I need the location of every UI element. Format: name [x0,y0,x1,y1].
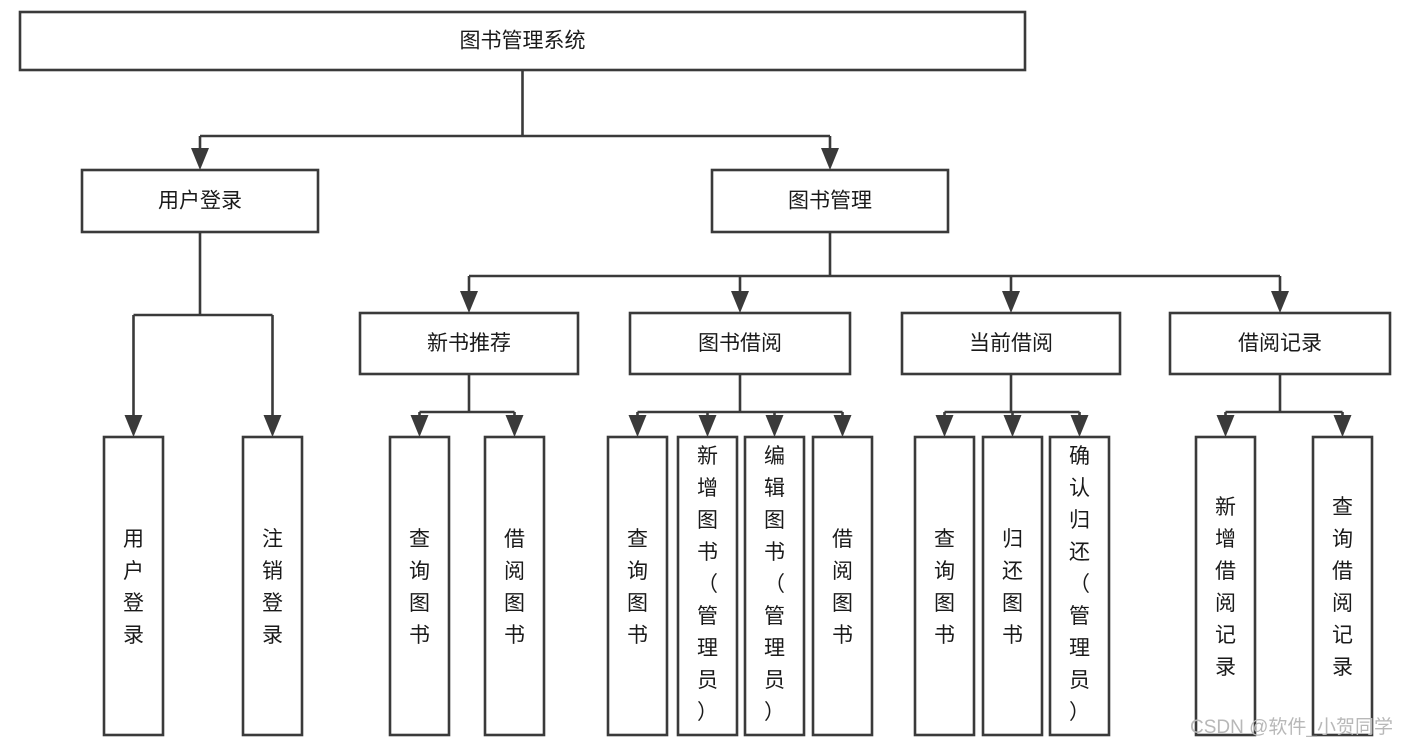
node-box[interactable] [388,435,451,737]
node-leaf-add-borrow-record[interactable]: 新增借阅记录 [1194,435,1257,737]
node-box[interactable] [743,435,806,737]
node-box[interactable] [710,168,950,234]
arrow-head-icon [731,291,749,313]
node-leaf-query-books-borrow[interactable]: 查询图书 [606,435,669,737]
node-label: 图书借阅 [698,332,782,355]
arrow-head-icon [1070,415,1089,437]
node-new-book-recommend[interactable]: 新书推荐 [358,311,580,376]
arrow-head-icon [821,148,839,170]
arrow-head-icon [1271,291,1289,313]
node-label: 查询图书 [627,528,648,647]
arrow-head-icon [1003,415,1022,437]
node-box[interactable] [913,435,976,737]
node-box[interactable] [241,435,304,737]
node-leaf-query-books-current[interactable]: 查询图书 [913,435,976,737]
arrow-head-icon [1216,415,1235,437]
node-label: 当前借阅 [969,332,1053,355]
node-box[interactable] [900,311,1122,376]
node-label: 新增借阅记录 [1215,496,1236,679]
node-label: 用户登录 [123,528,144,647]
arrow-head-icon [263,415,282,437]
node-borrow-records[interactable]: 借阅记录 [1168,311,1392,376]
node-box[interactable] [628,311,852,376]
node-box[interactable] [18,10,1027,72]
arrow-head-icon [191,148,209,170]
node-leaf-edit-book-admin[interactable]: 编辑图书（管理员） [743,435,806,737]
node-box[interactable] [811,435,874,737]
node-current-borrow[interactable]: 当前借阅 [900,311,1122,376]
csdn-watermark: CSDN @软件_小贺同学 [1190,716,1393,738]
node-leaf-user-login[interactable]: 用户登录 [102,435,165,737]
arrow-head-icon [124,415,143,437]
connector-group [628,374,852,437]
node-label: 查询图书 [934,528,955,647]
node-box[interactable] [483,435,546,737]
connector-layer [124,70,1352,437]
arrow-head-icon [935,415,954,437]
node-leaf-logout[interactable]: 注销登录 [241,435,304,737]
node-box[interactable] [676,435,739,737]
node-leaf-query-books-rec[interactable]: 查询图书 [388,435,451,737]
node-leaf-query-borrow-record[interactable]: 查询借阅记录 [1311,435,1374,737]
node-book-borrow[interactable]: 图书借阅 [628,311,852,376]
node-label: 图书管理 [788,190,872,213]
connector-group [191,70,839,170]
node-book-management[interactable]: 图书管理 [710,168,950,234]
node-label: 用户登录 [158,190,242,213]
node-layer: 图书管理系统用户登录图书管理新书推荐图书借阅当前借阅借阅记录用户登录注销登录查询… [18,10,1392,737]
node-label: 新书推荐 [427,332,511,355]
node-root-root[interactable]: 图书管理系统 [18,10,1027,72]
connector-group [935,374,1089,437]
connector-group [410,374,524,437]
node-box[interactable] [1194,435,1257,737]
arrow-head-icon [410,415,429,437]
connector-group [124,232,282,437]
node-leaf-borrow-books-rec[interactable]: 借阅图书 [483,435,546,737]
arrow-head-icon [698,415,717,437]
node-label: 归还图书 [1002,528,1023,647]
node-label: 新增图书（管理员） [697,445,718,724]
node-box[interactable] [981,435,1044,737]
node-box[interactable] [102,435,165,737]
node-leaf-return-books[interactable]: 归还图书 [981,435,1044,737]
node-box[interactable] [1048,435,1111,737]
connector-group [1216,374,1352,437]
arrow-head-icon [833,415,852,437]
node-box[interactable] [1311,435,1374,737]
node-label: 借阅图书 [832,528,853,647]
arrow-head-icon [1333,415,1352,437]
node-label: 确认归还（管理员） [1069,445,1090,724]
node-leaf-borrow-books-borrow[interactable]: 借阅图书 [811,435,874,737]
node-leaf-add-book-admin[interactable]: 新增图书（管理员） [676,435,739,737]
node-label: 查询图书 [409,528,430,647]
connector-group [460,232,1289,313]
node-user-login[interactable]: 用户登录 [80,168,320,234]
node-label: 借阅图书 [504,528,525,647]
node-label: 注销登录 [262,528,283,647]
arrow-head-icon [628,415,647,437]
node-leaf-confirm-return-admin[interactable]: 确认归还（管理员） [1048,435,1111,737]
node-box[interactable] [358,311,580,376]
node-box[interactable] [606,435,669,737]
node-label: 借阅记录 [1238,332,1322,355]
arrow-head-icon [460,291,478,313]
node-label: 图书管理系统 [460,30,586,53]
node-label: 查询借阅记录 [1332,496,1353,679]
node-label: 编辑图书（管理员） [764,445,785,724]
node-box[interactable] [80,168,320,234]
arrow-head-icon [1002,291,1020,313]
node-box[interactable] [1168,311,1392,376]
arrow-head-icon [505,415,524,437]
arrow-head-icon [765,415,784,437]
